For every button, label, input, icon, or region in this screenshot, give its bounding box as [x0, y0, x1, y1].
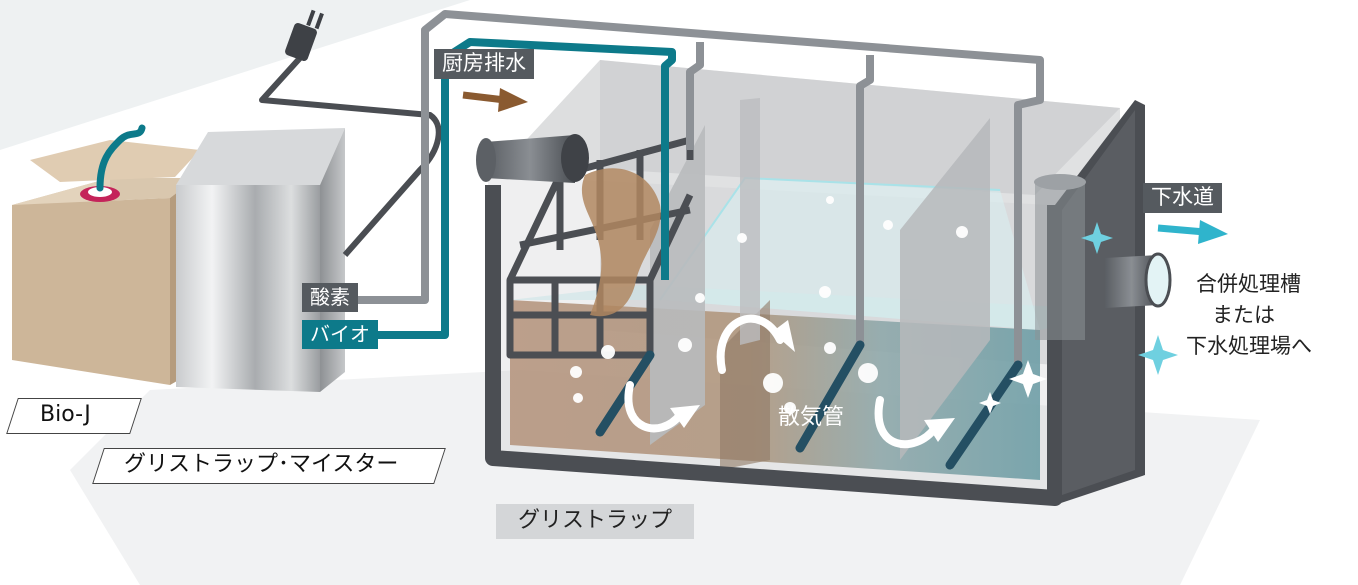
meister-label: グリストラップ･マイスター: [124, 452, 399, 477]
aeration-pipe-label: 散気管: [778, 405, 845, 430]
destination-line-3: 下水処理場へ: [1186, 334, 1312, 358]
oxygen-pipe: [355, 10, 1044, 370]
power-plug-icon: [285, 9, 324, 61]
sewer-label: 下水道: [1143, 183, 1222, 213]
grease-trap-tank: [485, 60, 1145, 506]
grease-blob: [581, 168, 661, 317]
inlet-pipe: [476, 134, 589, 183]
kitchen-wastewater-label: 厨房排水: [434, 49, 534, 79]
sparkle-icon-cyan: [1081, 222, 1178, 375]
destination-line-2: または: [1212, 303, 1275, 327]
air-bubbles: [570, 196, 968, 414]
oxygen-label: 酸素: [302, 283, 358, 312]
bio-j-label: Bio-J: [40, 402, 91, 427]
grease-trap-meister-unit: [176, 128, 345, 392]
wastewater-arrow: [462, 88, 528, 112]
destination-line-1: 合併処理槽: [1196, 272, 1301, 296]
outlet-pipe: [1034, 174, 1172, 340]
sewer-arrow: [1157, 220, 1228, 244]
grease-trap-label: グリストラップ: [496, 504, 695, 539]
sparkle-icon: [979, 360, 1047, 414]
bio-pipe: [355, 38, 676, 339]
background-shade-top-left: [0, 0, 470, 150]
bio-j-tank: [12, 124, 200, 385]
flow-arrowheads: [670, 320, 955, 442]
bio-label: バイオ: [302, 320, 378, 349]
flow-arrow-icon: [624, 314, 939, 449]
